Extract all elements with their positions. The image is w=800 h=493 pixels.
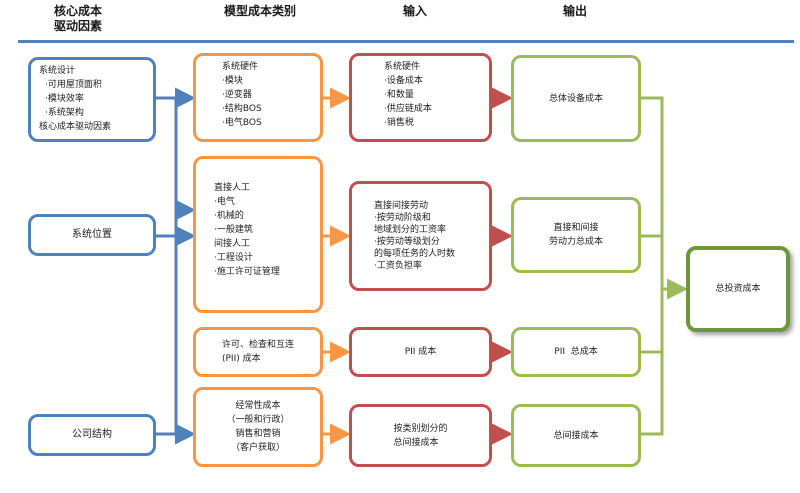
input-item: ·工资负担率: [374, 261, 422, 271]
category-item: ·电气BOS: [222, 118, 262, 128]
header-drivers-line: 驱动因素: [53, 19, 102, 33]
category-labor: 直接人工 ·电气 ·机械的 ·一般建筑 间接人工 ·工程设计 ·施工许可证管理: [193, 156, 323, 313]
output-pii-label: PII 总成本: [554, 347, 598, 357]
header-drivers-line: 核心成本: [53, 4, 102, 18]
driver-company-structure: 公司结构: [28, 414, 156, 456]
category-pii-label: 许可、检查和互连 (PII) 成本: [221, 340, 294, 364]
header-drivers: 核心成本驱动因素: [18, 4, 138, 34]
output-overhead: 总间接成本: [511, 404, 641, 467]
driver-system-location: 系统位置: [28, 214, 156, 256]
output-overhead-label: 总间接成本: [553, 430, 599, 441]
category-item: ·结构BOS: [222, 104, 262, 114]
category-hardware-title: 系统硬件: [222, 62, 259, 72]
input-labor-title: 直接间接劳动: [374, 201, 429, 211]
header-inputs: 输入: [402, 4, 427, 18]
output-equipment: 总体设备成本: [511, 55, 641, 142]
category-labor-title: 直接人工: [214, 183, 251, 193]
driver-bus-line: [156, 96, 178, 434]
final-total-investment: 总投资成本: [686, 246, 790, 332]
driver-item: ·可用屋顶面积: [45, 80, 102, 90]
output-equipment-label: 总体设备成本: [548, 93, 603, 104]
category-item: ·工程设计: [214, 253, 253, 263]
driver-item: ·系统架构: [45, 108, 84, 118]
input-hardware: 系统硬件 ·设备成本 ·和数量 ·供应链成本 ·销售税: [349, 53, 492, 142]
category-item: ·逆变器: [222, 90, 252, 100]
input-overhead-label: 按类别划分的 总间接成本: [393, 423, 448, 448]
final-total-investment-label: 总投资成本: [715, 284, 761, 294]
input-hardware-title: 系统硬件: [384, 62, 421, 72]
driver-item: ·模块效率: [45, 94, 84, 104]
category-item: 间接人工: [214, 239, 251, 249]
input-item: ·销售税: [384, 118, 414, 128]
driver-system-location-label: 系统位置: [72, 229, 112, 240]
category-item: ·模块: [222, 76, 243, 86]
category-overhead: 经常性成本 （一般和行政） 销售和营销 （客户获取）: [193, 387, 323, 467]
input-pii-label: PII 成本: [404, 347, 437, 357]
header-outputs: 输出: [562, 4, 587, 18]
category-overhead-label: 经常性成本 （一般和行政） 销售和营销 （客户获取）: [226, 401, 290, 453]
category-pii: 许可、检查和互连 (PII) 成本: [193, 327, 323, 377]
input-item: ·和数量: [384, 90, 414, 100]
category-item: ·机械的: [214, 211, 244, 221]
output-labor-label: 直接和间接 劳动力总成本: [548, 223, 603, 247]
input-pii: PII 成本: [349, 327, 492, 377]
input-item: 地域划分的工资率: [374, 225, 447, 235]
input-item: ·供应链成本: [384, 104, 432, 114]
input-labor: 直接间接劳动 ·按劳动阶级和 地域划分的工资率 ·按劳动等级划分 的每项任务的人…: [349, 181, 492, 291]
output-pii: PII 总成本: [511, 327, 641, 377]
category-item: ·一般建筑: [214, 225, 253, 235]
header-divider: [18, 40, 794, 43]
driver-system-design-title: 系统设计: [39, 66, 76, 76]
output-bus-line: [641, 96, 664, 436]
header-categories: 模型成本类别: [223, 4, 296, 18]
category-item: ·施工许可证管理: [214, 267, 280, 277]
input-overhead: 按类别划分的 总间接成本: [349, 404, 492, 467]
driver-item: 核心成本驱动因素: [39, 122, 112, 132]
category-item: ·电气: [214, 197, 235, 207]
input-item: 的每项任务的人时数: [374, 249, 456, 259]
input-item: ·设备成本: [384, 76, 423, 86]
output-labor: 直接和间接 劳动力总成本: [511, 197, 641, 273]
input-item: ·按劳动等级划分: [374, 237, 440, 247]
driver-system-design: 系统设计 ·可用屋顶面积 ·模块效率 ·系统架构 核心成本驱动因素: [28, 57, 156, 142]
input-item: ·按劳动阶级和: [374, 213, 431, 223]
category-hardware: 系统硬件 ·模块 ·逆变器 ·结构BOS ·电气BOS: [193, 53, 323, 142]
driver-company-structure-label: 公司结构: [72, 429, 112, 440]
